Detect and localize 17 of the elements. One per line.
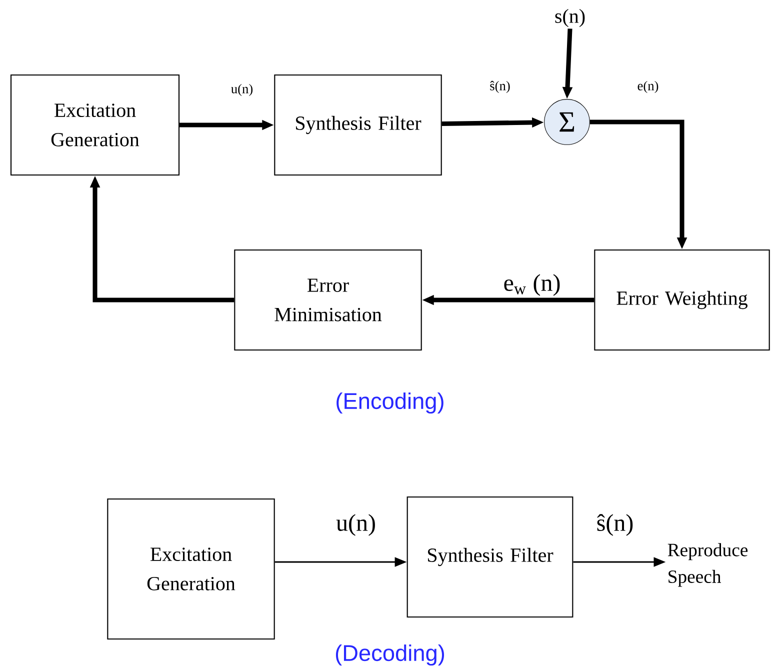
process-box: Error Minimisation [234, 249, 422, 351]
edge-label: e$_{w}$ (n) [502, 272, 562, 298]
caption: (Decoding) [336, 644, 444, 666]
summing-junction: Σ [544, 99, 590, 145]
edge-label: u(n) [230, 82, 254, 98]
edge-label: e(n) [636, 80, 660, 94]
edge-label: u(n) [334, 512, 378, 538]
process-box: Error Weighting [594, 249, 770, 351]
process-box: Synthesis Filter [274, 74, 442, 176]
edge-label: ŝ(n) [595, 512, 635, 538]
caption: (Encoding) [336, 392, 444, 414]
edge-label: ŝ(n) [488, 80, 512, 94]
process-box: Synthesis Filter [406, 496, 574, 618]
signal-label: Reproduce Speech [668, 543, 748, 587]
process-box: Excitation Generation [107, 498, 275, 640]
process-box: Excitation Generation [10, 74, 180, 176]
signal-label: s(n) [555, 8, 585, 28]
